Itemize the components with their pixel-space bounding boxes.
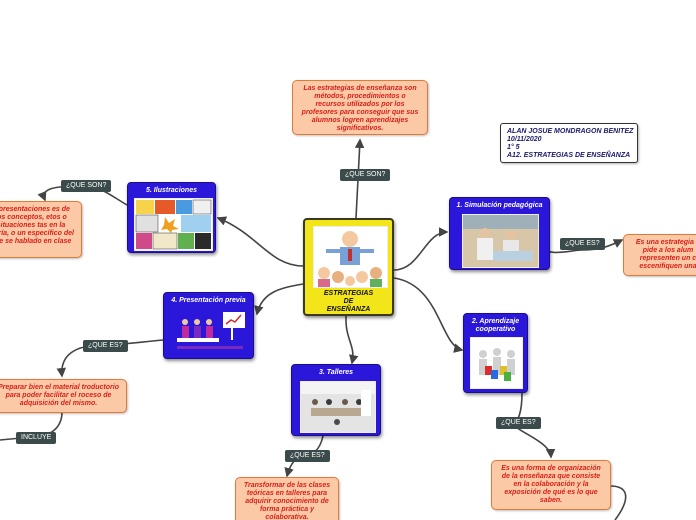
strategy-title: 2. Aprendizaje cooperativo (466, 318, 525, 334)
strategy-presentacion[interactable]: 4. Presentación previa (163, 292, 254, 359)
strategy-title-line: 2. Aprendizaje (471, 318, 520, 325)
simulation-photo-icon (462, 214, 539, 268)
strategy-title: 4. Presentación previa (171, 297, 246, 304)
central-topic[interactable]: ESTRATEGIAS DE ENSEÑANZA (303, 218, 394, 316)
tag-que-es-presentacion[interactable]: ¿QUE ES? (83, 340, 128, 352)
answer-ilustraciones[interactable]: representaciones es de los conceptos, et… (0, 201, 82, 258)
central-title: ESTRATEGIAS DE ENSEÑANZA (305, 290, 392, 314)
presentation-icon (172, 307, 249, 356)
author-date: 10/11/2020 (507, 136, 542, 143)
link-coop-onward (609, 485, 627, 520)
tag-incluye[interactable]: INCLUYE (16, 432, 57, 444)
link-simulacion (393, 227, 449, 271)
answer-text: Es una forma de organización de la enseñ… (501, 465, 601, 504)
tag-que-es-talleres[interactable]: ¿QUE ES? (285, 450, 330, 462)
author-activity: A12. ESTRATEGIAS DE ENSEÑANZA (507, 152, 631, 159)
workshop-photo-icon (300, 381, 376, 433)
comic-collage-icon (134, 198, 213, 251)
author-group: 1° 5 (507, 144, 520, 151)
strategy-simulacion[interactable]: 1. Simulación pedagógica (449, 197, 550, 270)
definition-text: Las estrategias de enseñanza son métodos… (301, 85, 419, 132)
link-cooperativo (393, 277, 464, 353)
tag-que-es-simulacion[interactable]: ¿QUE ES? (560, 238, 605, 250)
strategy-ilustraciones[interactable]: 5. Ilustraciones (127, 182, 216, 253)
strategy-title: 3. Talleres (319, 369, 353, 376)
tag-que-son-top[interactable]: ¿QUE SON? (340, 169, 391, 181)
tag-que-son-ilustraciones[interactable]: ¿QUE SON? (61, 180, 112, 192)
author-info-box[interactable]: ALAN JOSUE MONDRAGON BENITEZ 10/11/2020 … (500, 123, 638, 163)
tag-que-es-cooperativo[interactable]: ¿QUE ES? (496, 417, 541, 429)
link-presentacion (254, 283, 304, 316)
central-title-line: ESTRATEGIAS (323, 290, 374, 297)
answer-text: Preparar bien el material troductorio pa… (0, 384, 119, 407)
people-puzzle-icon (470, 337, 523, 389)
answer-presentacion[interactable]: Preparar bien el material troductorio pa… (0, 379, 127, 413)
link-talleres (345, 315, 359, 365)
strategy-title-line: cooperativo (475, 326, 516, 333)
answer-simulacion[interactable]: Es una estrategia q pide a los alum repr… (623, 234, 696, 276)
strategy-cooperativo[interactable]: 2. Aprendizaje cooperativo (463, 313, 528, 393)
link-ilustraciones (216, 216, 304, 267)
definition-node[interactable]: Las estrategias de enseñanza son métodos… (292, 80, 428, 135)
strategy-talleres[interactable]: 3. Talleres (291, 364, 381, 436)
answer-text: Transformar de las clases teóricas en ta… (243, 482, 331, 520)
central-title-line: ENSEÑANZA (326, 306, 371, 313)
central-title-line: DE (343, 298, 354, 305)
author-name: ALAN JOSUE MONDRAGON BENITEZ (507, 128, 634, 135)
teacher-cartoon-icon (313, 226, 388, 288)
strategy-title: 1. Simulación pedagógica (456, 202, 543, 209)
strategy-title: 5. Ilustraciones (146, 187, 197, 194)
answer-text: Es una estrategia q pide a los alum repr… (635, 239, 696, 270)
answer-text: representaciones es de los conceptos, et… (0, 206, 74, 245)
answer-cooperativo[interactable]: Es una forma de organización de la enseñ… (491, 460, 611, 510)
answer-talleres[interactable]: Transformar de las clases teóricas en ta… (235, 477, 339, 520)
